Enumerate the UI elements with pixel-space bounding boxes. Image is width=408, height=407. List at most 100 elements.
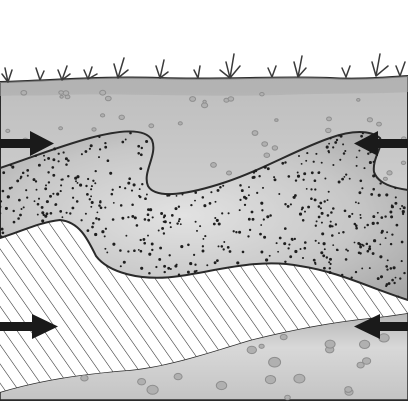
sand-dot bbox=[314, 179, 317, 182]
sand-dot bbox=[338, 232, 340, 234]
sand-dot bbox=[395, 196, 397, 198]
pebble bbox=[285, 395, 291, 400]
sand-dot bbox=[158, 230, 160, 232]
sand-dot bbox=[112, 189, 114, 191]
sand-dot bbox=[321, 232, 324, 235]
sand-dot bbox=[258, 175, 260, 177]
sand-dot bbox=[318, 242, 320, 244]
sand-dot bbox=[99, 148, 101, 150]
sand-dot bbox=[324, 248, 326, 250]
sand-dot bbox=[91, 185, 93, 187]
sand-dot bbox=[357, 242, 360, 245]
sand-dot bbox=[20, 208, 22, 210]
sand-dot bbox=[44, 187, 47, 190]
sand-dot bbox=[401, 205, 403, 207]
sand-dot bbox=[169, 254, 171, 256]
sand-dot bbox=[144, 197, 147, 200]
sand-dot bbox=[328, 151, 330, 153]
sand-dot bbox=[133, 249, 136, 252]
sand-dot bbox=[17, 217, 20, 220]
sand-dot bbox=[182, 194, 184, 196]
sand-dot bbox=[44, 159, 46, 161]
sand-dot bbox=[41, 211, 44, 214]
sand-dot bbox=[263, 218, 265, 220]
sand-dot bbox=[361, 267, 363, 269]
pebble bbox=[275, 119, 278, 122]
sand-dot bbox=[216, 259, 219, 262]
sand-dot bbox=[111, 193, 114, 196]
sand-dot bbox=[278, 193, 280, 195]
sand-dot bbox=[131, 203, 134, 206]
sand-dot bbox=[332, 164, 334, 166]
sand-dot bbox=[92, 180, 94, 182]
sand-dot bbox=[261, 209, 263, 211]
sand-dot bbox=[321, 162, 323, 164]
sand-dot bbox=[402, 210, 405, 213]
sand-dot bbox=[80, 219, 82, 221]
pebble bbox=[174, 373, 182, 379]
sand-dot bbox=[98, 136, 100, 138]
pebble bbox=[252, 131, 258, 136]
sand-dot bbox=[193, 254, 195, 256]
sand-dot bbox=[151, 249, 153, 251]
sand-dot bbox=[194, 200, 196, 202]
pebble bbox=[269, 357, 281, 367]
sand-dot bbox=[61, 178, 63, 180]
sand-dot bbox=[194, 191, 197, 194]
pebble bbox=[401, 161, 405, 164]
sand-dot bbox=[167, 267, 170, 270]
sand-dot bbox=[196, 230, 198, 232]
pebble bbox=[379, 334, 389, 342]
sand-dot bbox=[35, 155, 38, 158]
sand-dot bbox=[67, 159, 70, 162]
pebble bbox=[260, 93, 264, 96]
sand-dot bbox=[372, 188, 375, 191]
sand-dot bbox=[323, 242, 326, 245]
sand-dot bbox=[336, 249, 338, 251]
sand-dot bbox=[380, 231, 382, 233]
sand-dot bbox=[233, 230, 235, 232]
sand-dot bbox=[403, 206, 406, 209]
sand-dot bbox=[349, 178, 351, 180]
sand-dot bbox=[19, 214, 22, 217]
sand-dot bbox=[46, 200, 49, 203]
sand-dot bbox=[187, 271, 190, 274]
sand-dot bbox=[249, 229, 251, 231]
sand-dot bbox=[62, 151, 64, 153]
sand-dot bbox=[125, 235, 127, 237]
sand-dot bbox=[169, 222, 171, 224]
sand-dot bbox=[176, 195, 178, 197]
sand-dot bbox=[330, 263, 332, 265]
sand-dot bbox=[329, 258, 332, 261]
sand-dot bbox=[341, 178, 344, 181]
sand-dot bbox=[18, 199, 21, 202]
sand-dot bbox=[223, 248, 225, 250]
sand-dot bbox=[141, 183, 143, 185]
sand-dot bbox=[215, 201, 217, 203]
pebble bbox=[100, 90, 106, 95]
sand-dot bbox=[105, 228, 107, 230]
sand-dot bbox=[394, 202, 397, 205]
sand-dot bbox=[159, 247, 162, 250]
sand-dot bbox=[391, 205, 394, 208]
sand-dot bbox=[284, 203, 286, 205]
sand-dot bbox=[366, 224, 369, 227]
sand-dot bbox=[137, 145, 140, 148]
sand-dot bbox=[47, 171, 49, 173]
sand-dot bbox=[20, 177, 22, 179]
sand-dot bbox=[75, 180, 77, 182]
sand-dot bbox=[11, 187, 13, 189]
sand-dot bbox=[244, 204, 246, 206]
sand-dot bbox=[372, 252, 375, 255]
sand-dot bbox=[389, 211, 392, 214]
sand-dot bbox=[158, 258, 161, 261]
sand-dot bbox=[143, 242, 146, 245]
sand-dot bbox=[241, 189, 244, 192]
sand-dot bbox=[372, 222, 375, 225]
sand-dot bbox=[124, 187, 126, 189]
sand-dot bbox=[38, 164, 41, 167]
sand-dot bbox=[94, 182, 96, 184]
sand-dot bbox=[139, 167, 142, 170]
sand-dot bbox=[140, 267, 143, 270]
